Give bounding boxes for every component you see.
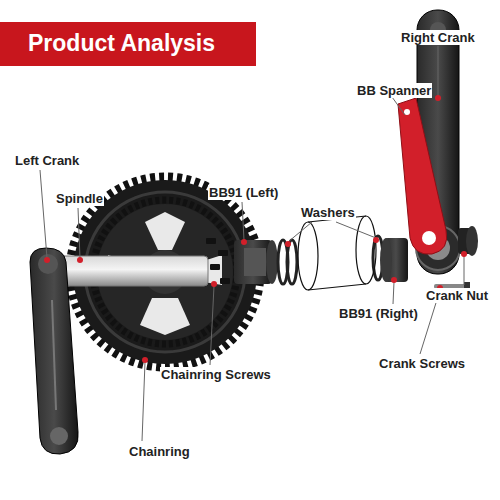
title-banner: Product Analysis <box>0 22 256 66</box>
part-label: Right Crank <box>400 30 476 45</box>
bb-shell-figure <box>298 216 376 290</box>
part-label: Crank Nut <box>425 288 489 303</box>
part-label: Chainring Screws <box>160 367 272 382</box>
crank-nut-figure <box>458 226 478 256</box>
left-crank-figure <box>30 248 78 454</box>
bb91-left-figure <box>234 240 278 284</box>
part-label: Left Crank <box>14 153 80 168</box>
title: Product Analysis <box>28 30 215 57</box>
chainring-screws-figure <box>206 238 230 284</box>
washers-figure <box>278 236 383 284</box>
leader-dots <box>44 95 467 363</box>
part-label: Chainring <box>128 444 191 459</box>
part-label: BB Spanner <box>356 83 432 98</box>
part-label: Spindle <box>55 191 104 206</box>
bb-spanner-figure <box>398 98 447 254</box>
leader-lines <box>40 46 464 441</box>
part-label: BB91 (Right) <box>338 306 419 321</box>
part-label: Washers <box>300 205 356 220</box>
spindle-figure <box>58 256 208 286</box>
bb91-right-figure <box>380 238 408 282</box>
part-label: Crank Screws <box>378 356 466 371</box>
part-label: BB91 (Left) <box>208 185 279 200</box>
